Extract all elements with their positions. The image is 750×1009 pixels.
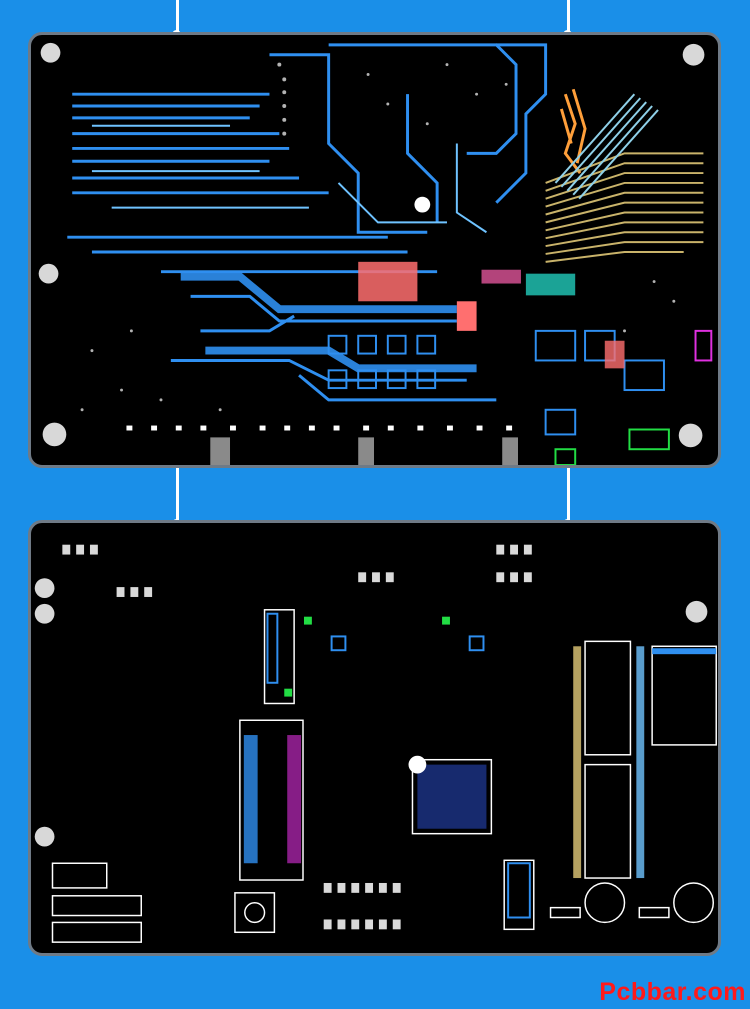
blue-outlines	[266, 612, 531, 919]
silkscreen-parts	[51, 609, 717, 943]
mounting-hole	[38, 263, 59, 284]
pcb-top-board	[28, 32, 721, 468]
green-pads	[284, 616, 450, 697]
green-component	[628, 428, 670, 451]
teal-pour	[525, 273, 576, 296]
mounting-hole	[685, 600, 708, 623]
gold-traces	[545, 152, 704, 263]
component-outlines	[327, 334, 437, 390]
salmon-pour	[358, 261, 418, 302]
bga-marker	[408, 755, 427, 774]
connector-line-mid-right	[567, 468, 570, 524]
silk-pads	[62, 544, 532, 930]
pink-pour	[481, 269, 521, 284]
right-components	[534, 329, 665, 436]
salmon-pad	[456, 301, 477, 331]
connector-line-top-left	[176, 0, 179, 34]
pin-rows-color	[243, 646, 717, 879]
mounting-hole	[34, 826, 55, 847]
pcb-top-layer-routing	[38, 42, 713, 465]
via-dots	[80, 62, 676, 412]
bottom-pad-row	[126, 425, 513, 431]
bga-chip	[417, 764, 487, 829]
mounting-hole	[40, 42, 61, 63]
connector-tabs	[210, 437, 518, 465]
cyan-diagonal-traces	[554, 93, 659, 200]
pcb-bottom-board	[28, 520, 721, 956]
connector-line-top-right	[567, 0, 570, 34]
mounting-hole	[34, 603, 55, 624]
mounting-hole	[42, 422, 67, 447]
watermark-text: Pcbbar.com	[599, 978, 746, 1006]
orange-traces	[559, 88, 587, 174]
connector-line-mid-left	[176, 468, 179, 524]
mounting-hole	[34, 578, 55, 598]
light-blue-traces	[91, 124, 487, 234]
green-component	[554, 448, 577, 465]
salmon-component	[604, 340, 625, 369]
wide-blue-traces	[180, 272, 477, 373]
mounting-hole	[682, 43, 705, 66]
pcb-bottom-layer-silkscreen	[34, 544, 717, 943]
mounting-hole	[678, 423, 703, 448]
cpu-marker	[414, 196, 431, 213]
magenta-component	[694, 329, 713, 362]
